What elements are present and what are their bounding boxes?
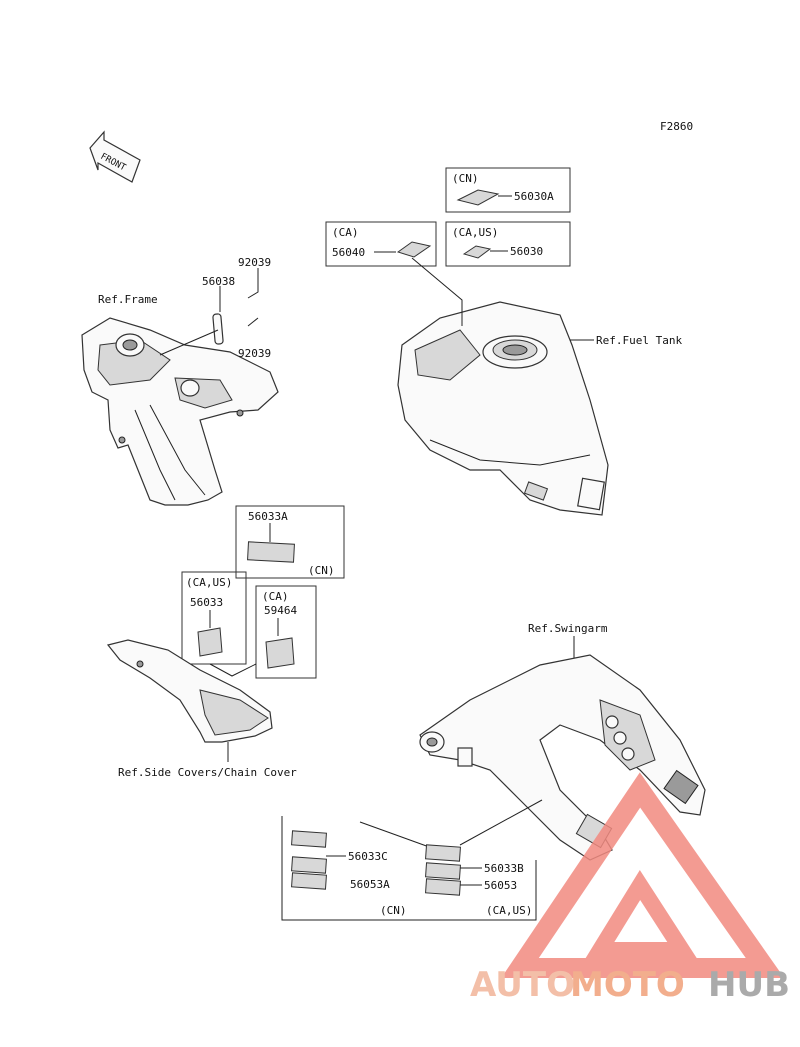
part-56030A: 56030A: [514, 190, 554, 203]
label-59464-icon: [265, 637, 295, 669]
region-ca-us-side: (CA,US): [186, 576, 232, 589]
label-56053A-icon: [291, 856, 327, 874]
region-ca-side: (CA): [262, 590, 289, 603]
region-cn-56033A: (CN): [308, 564, 335, 577]
part-56038: 56038: [202, 275, 235, 288]
ref-side-covers-label: Ref.Side Covers/Chain Cover: [118, 766, 297, 779]
box-cn-56033A: [235, 505, 345, 579]
part-56033: 56033: [190, 596, 223, 609]
leader-92039-bottom: [247, 317, 259, 327]
ref-swingarm-label: Ref.Swingarm: [528, 622, 608, 635]
region-ca-us-top: (CA,US): [452, 226, 498, 239]
ref-fuel-tank-label: Ref.Fuel Tank: [596, 334, 682, 347]
logo-text-auto: AUTO: [470, 965, 575, 1005]
label-56033-icon: [197, 627, 223, 657]
part-56053: 56053: [484, 879, 517, 892]
leader-swingarm-labels: [459, 799, 543, 846]
label-56053-icon-2: [425, 878, 461, 896]
label-56030-icon: [462, 245, 492, 259]
region-cn-bottom: (CN): [380, 904, 407, 917]
side-cover-drawing: [106, 639, 273, 743]
part-56033B: 56033B: [484, 862, 524, 875]
label-56033B-icon: [425, 844, 461, 862]
fuel-tank-drawing: [397, 301, 609, 516]
label-56033C-icon: [291, 830, 327, 848]
part-92039-top: 92039: [238, 256, 271, 269]
automotohub-logo: AUTO MOTO HUB: [470, 772, 790, 1005]
leader-swingarm-labels-2: [359, 821, 433, 849]
part-56038-drawing: [212, 313, 224, 345]
label-56033A-icon: [247, 541, 295, 563]
part-59464: 59464: [264, 604, 297, 617]
region-cn-top: (CN): [452, 172, 479, 185]
label-56053A-icon-2: [291, 872, 327, 890]
box-ca-us-56030: [445, 221, 571, 267]
ref-frame-label: Ref.Frame: [98, 293, 158, 306]
box-ca-59464: [255, 585, 317, 679]
box-ca-56040: [325, 221, 437, 267]
front-arrow-icon: FRONT: [89, 130, 141, 183]
logo-triangle-icon: [501, 772, 785, 978]
leader-side-labels: [209, 663, 257, 677]
box-ca-us-56033: [181, 571, 247, 665]
part-56033C: 56033C: [348, 850, 388, 863]
logo-text-moto: MOTO: [570, 965, 685, 1005]
leader-frame-part: [159, 329, 219, 356]
leader-92039-top: [247, 268, 259, 299]
label-56053-icon: [425, 862, 461, 880]
label-56040-icon: [396, 241, 432, 258]
leader-56040-tank: [411, 257, 463, 326]
frame-drawing: [81, 317, 279, 506]
part-56040: 56040: [332, 246, 365, 259]
figure-code: F2860: [660, 120, 693, 133]
part-56033A: 56033A: [248, 510, 288, 523]
box-cn-56030A: [445, 167, 571, 213]
region-ca-us-bottom: (CA,US): [486, 904, 532, 917]
part-56030: 56030: [510, 245, 543, 258]
box-bottom-outline: [281, 816, 537, 921]
part-92039-bottom: 92039: [238, 347, 271, 360]
part-56053A: 56053A: [350, 878, 390, 891]
logo-text-hub: HUB: [708, 965, 790, 1005]
label-56030A-icon: [456, 189, 500, 206]
region-ca-tank: (CA): [332, 226, 359, 239]
